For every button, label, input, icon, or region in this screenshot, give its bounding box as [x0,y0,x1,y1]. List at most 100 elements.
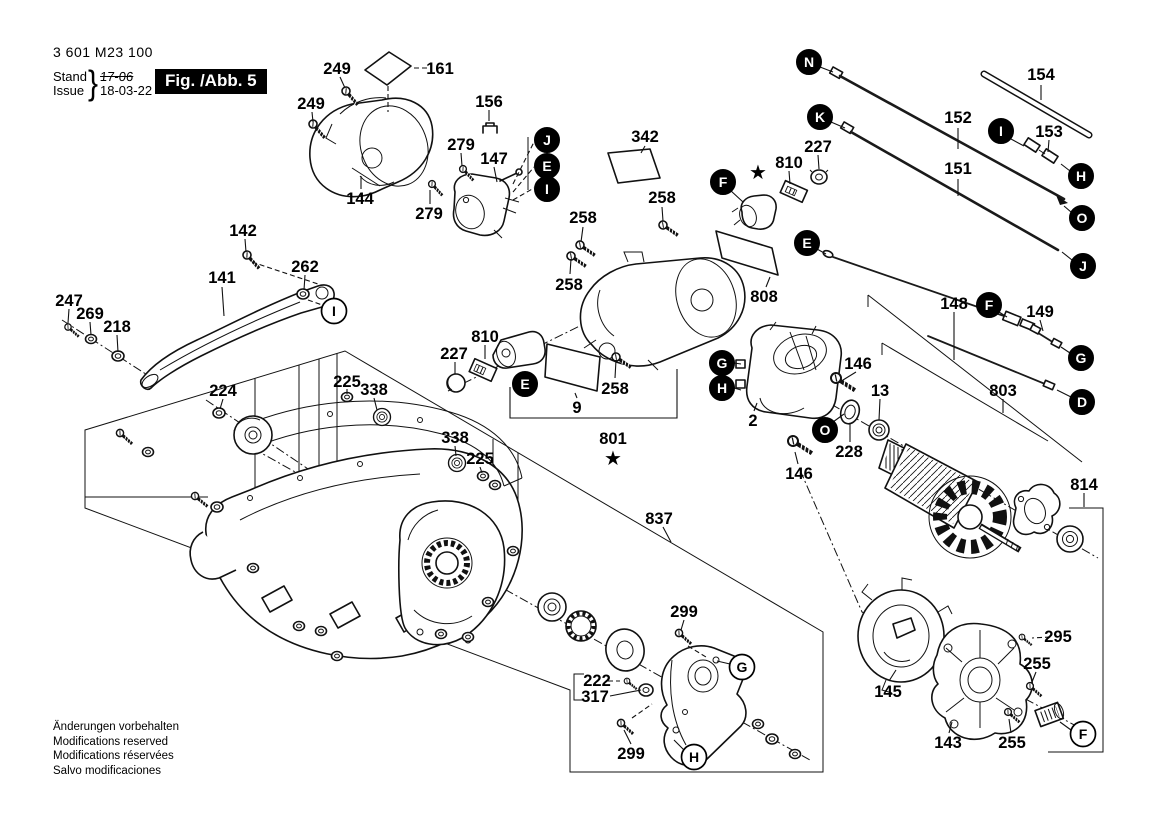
svg-text:O: O [820,422,831,438]
svg-text:H: H [689,749,699,765]
letter-callout-h: H [1068,163,1094,189]
document-number: 3 601 M23 100 [53,44,153,60]
part-label-837: 837 [645,510,673,528]
part-label-810: 810 [775,154,803,172]
part-label-13: 13 [871,382,889,400]
part-label-148: 148 [940,295,968,313]
letter-callout-j: J [1070,253,1096,279]
svg-text:E: E [802,235,811,251]
letter-callout-i: I [534,176,560,202]
svg-text:G: G [737,659,748,675]
star-marker: ★ [604,446,622,470]
part-label-146: 146 [785,465,813,483]
part-label-249: 249 [297,95,325,113]
wave-washer-228 [839,399,861,425]
blade-flange [233,415,273,455]
svg-text:F: F [719,174,728,190]
svg-text:I: I [545,181,549,197]
part-label-222: 222 [583,672,611,690]
letter-callout-k: K [807,104,833,130]
notice-fr: Modifications réservées [53,750,174,762]
figure-number-badge: Fig. /Abb. 5 [155,69,267,94]
svg-text:O: O [1077,210,1088,226]
stator [735,321,843,420]
part-label-801: 801 [599,430,627,448]
part-label-153: 153 [1035,123,1063,141]
mounting-plate [660,645,747,767]
part-label-269: 269 [76,305,104,323]
part-label-262: 262 [291,258,319,276]
spindle-parts [537,592,645,672]
part-label-808: 808 [750,288,778,306]
part-label-142: 142 [229,222,257,240]
svg-text:E: E [520,376,529,392]
letter-callout-j: J [534,127,560,153]
notice-en: Modifications reserved [53,735,169,748]
letter-callout-o: O [1069,205,1095,231]
part-label-258: 258 [648,189,676,207]
part-label-146: 146 [844,355,872,373]
issue-label: Issue [53,83,85,98]
cord-grommet-mid [446,330,546,393]
svg-text:F: F [1079,726,1088,742]
part-label-317: 317 [581,688,609,706]
bracket-814 [867,294,1104,753]
stand-label: Stand [53,69,87,84]
letter-callout-f: F [1069,720,1097,748]
letter-callout-g: G [1068,345,1094,371]
bearing-814 [1056,525,1084,553]
part-label-224: 224 [209,382,237,400]
star-markers: ★★ [604,160,767,470]
part-label-338: 338 [360,381,388,399]
svg-text:F: F [985,297,994,313]
title-block: 3 601 M23 100 Stand Issue } 17-06 18-03-… [53,44,153,102]
part-label-2: 2 [748,412,757,430]
part-label-225: 225 [333,373,361,391]
part-label-225: 225 [466,450,494,468]
part-label-299: 299 [670,603,698,621]
motor-housing [509,251,746,419]
fan-guide-145 [857,577,953,694]
sticker-342 [607,145,661,184]
issue-date: 18-03-22 [100,83,153,98]
part-label-147: 147 [480,150,508,168]
bearing-13 [868,419,890,441]
notice-de: Änderungen vorbehalten [53,721,179,733]
part-label-228: 228 [835,443,863,461]
motor-cap-144 [309,97,434,198]
part-label-803: 803 [989,382,1017,400]
letter-callout-e: E [512,371,538,397]
notice-es: Salvo modificaciones [53,764,162,777]
part-label-810: 810 [471,328,499,346]
gasket [1012,483,1061,536]
sticker-9 [544,343,601,399]
letter-callout-h: H [680,743,708,771]
part-label-154: 154 [1027,66,1055,84]
letter-callout-i: I [988,118,1014,144]
letter-callout-f: F [710,169,736,195]
part-label-255: 255 [998,734,1026,752]
svg-text:H: H [717,380,727,396]
switch-147 [452,137,535,239]
part-label-279: 279 [447,136,475,154]
inner-guard [398,500,506,646]
part-label-151: 151 [944,160,972,178]
svg-text:H: H [1076,168,1086,184]
sticker-808 [715,230,779,288]
legal-notice: Änderungen vorbehalten Modifications res… [53,720,179,778]
part-label-255: 255 [1023,655,1051,673]
svg-text:I: I [999,123,1003,139]
support-arm-141 [139,284,335,391]
coupling-nut [1034,701,1065,728]
armature [878,439,1022,559]
part-label-141: 141 [208,269,236,287]
fasteners [62,83,1046,760]
star-marker: ★ [749,160,767,184]
part-label-9: 9 [572,399,581,417]
part-label-299: 299 [617,745,645,763]
svg-text:E: E [542,158,551,174]
